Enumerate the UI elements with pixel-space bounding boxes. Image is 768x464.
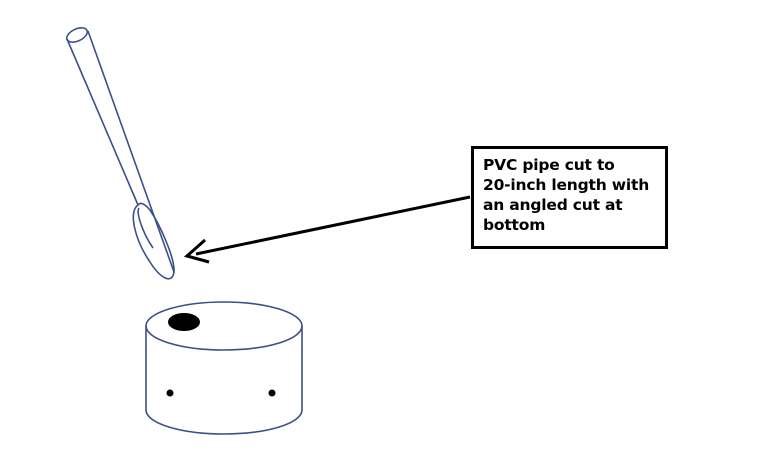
base-top-hole (168, 313, 200, 331)
cylinder-bottom (145, 409, 303, 435)
arrow-head (183, 238, 210, 264)
arrow-icon (183, 195, 471, 264)
pipe-angled-cut (132, 202, 175, 280)
callout-line-4: bottom (483, 216, 546, 234)
callout-line-2: 20-inch length with (483, 176, 650, 194)
pvc-pipe-icon (65, 27, 175, 280)
base-side-hole-left (166, 389, 174, 397)
base-side-hole-right (268, 389, 276, 397)
pipe-right-wall (87, 30, 175, 273)
cylinder-top (145, 301, 303, 351)
arrow-shaft (195, 195, 471, 256)
callout-line-1: PVC pipe cut to (483, 156, 615, 174)
pipe-inner-cut (137, 207, 154, 249)
callout-line-3: an angled cut at (483, 196, 623, 214)
pipe-left-wall (66, 38, 139, 206)
callout-box: PVC pipe cut to 20-inch length with an a… (471, 146, 668, 249)
